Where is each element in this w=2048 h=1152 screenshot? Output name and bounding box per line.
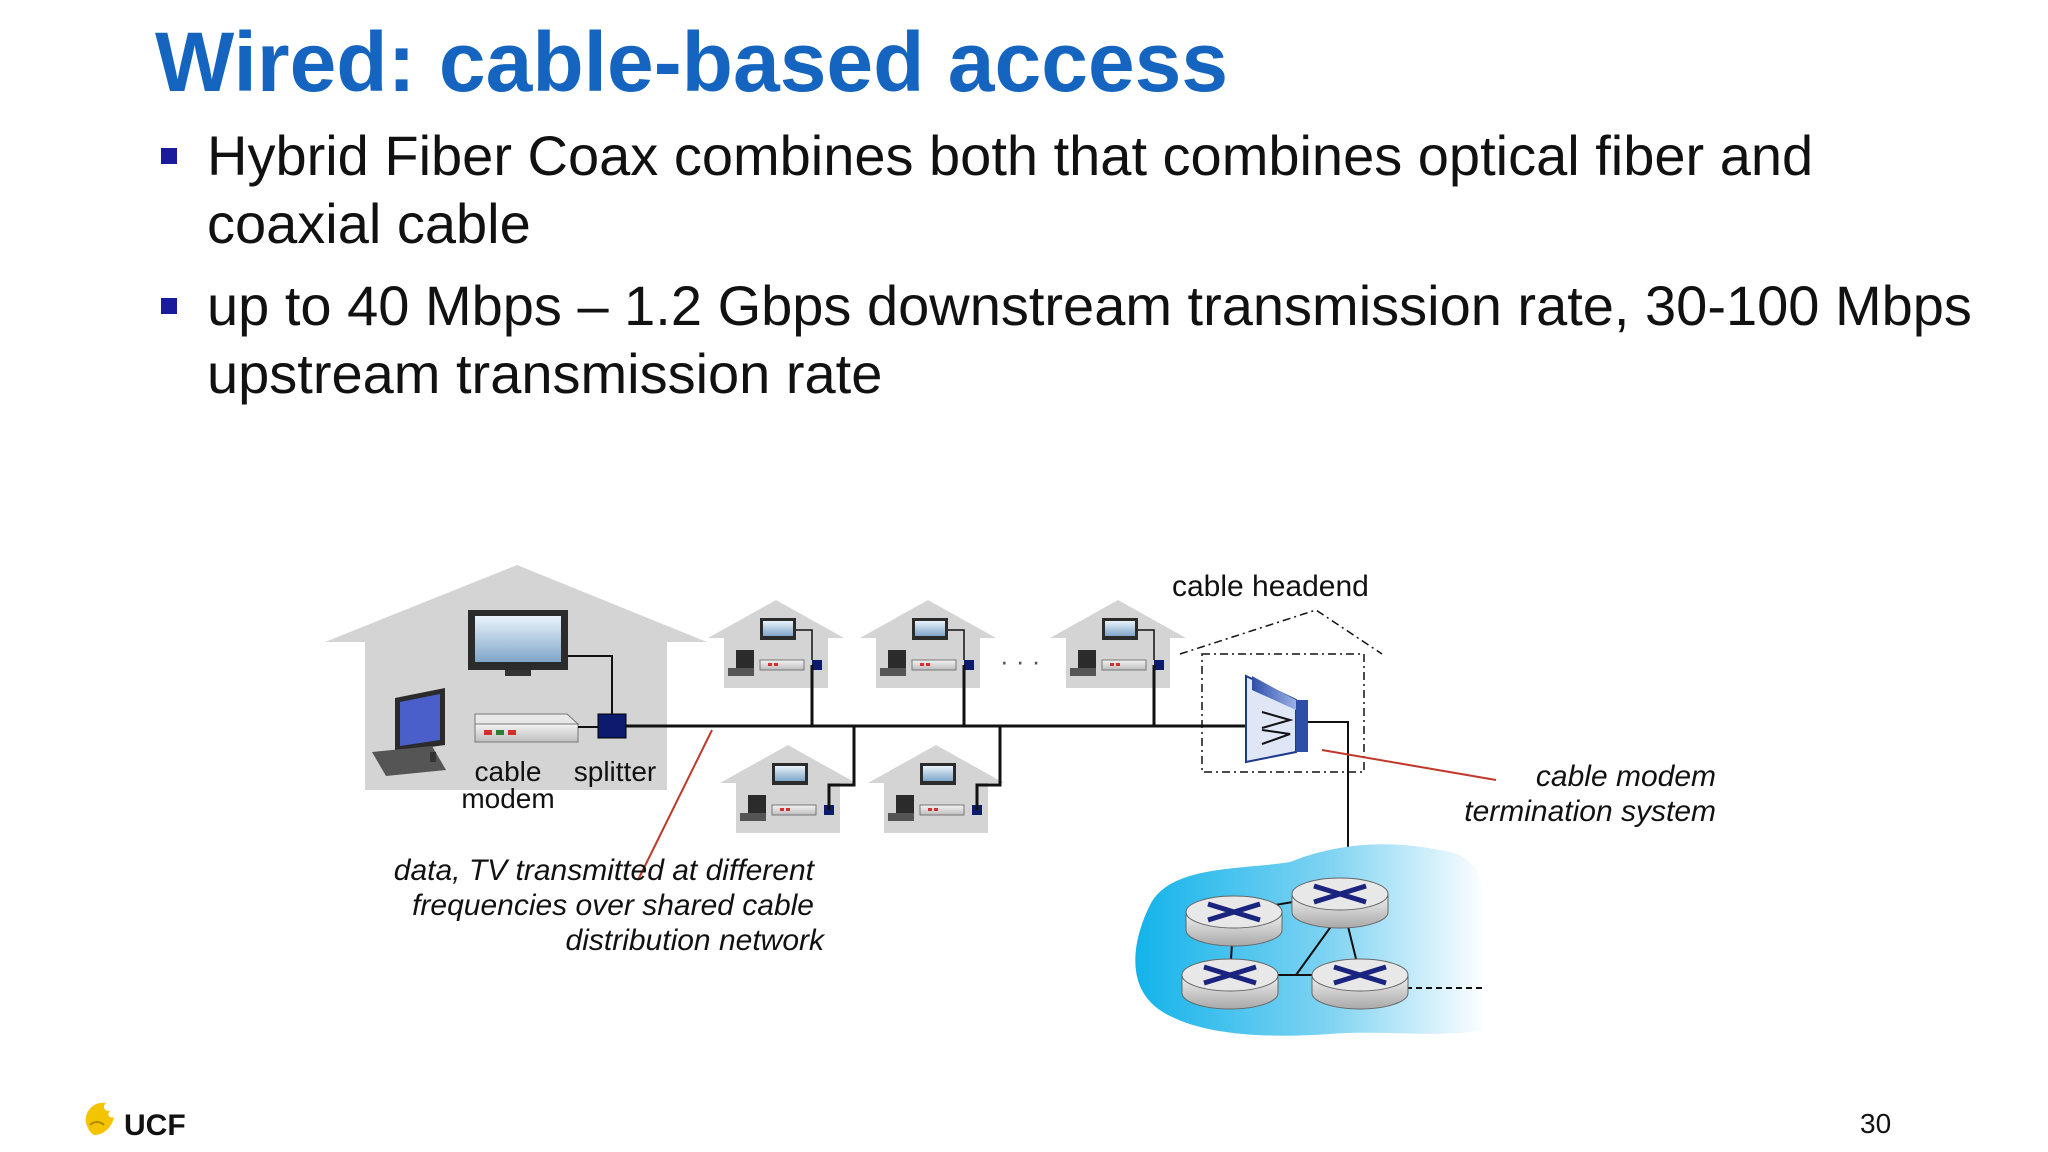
router-icon xyxy=(1185,895,1283,947)
router-icon xyxy=(1181,958,1279,1010)
splitter-icon xyxy=(597,713,627,739)
cmts-label: cable modem xyxy=(1536,760,1716,793)
isp-network-cloud xyxy=(1135,844,1486,1036)
cable-modem-icon xyxy=(474,713,580,743)
pegasus-icon xyxy=(85,1102,114,1135)
slide-title: Wired: cable-based access xyxy=(155,15,1229,109)
neighbor-house xyxy=(720,745,856,833)
cmts-label: termination system xyxy=(1464,795,1716,828)
shared-network-label: data, TV transmitted at different xyxy=(394,854,816,887)
shared-network-label: distribution network xyxy=(566,924,826,957)
desktop-computer-icon xyxy=(372,688,446,776)
cable-headend-label: cable headend xyxy=(1172,570,1369,603)
neighbor-house xyxy=(860,600,996,688)
router-icon xyxy=(1311,958,1409,1010)
svg-text:UCF: UCF xyxy=(124,1109,186,1142)
cmts-callout-line xyxy=(1321,749,1497,781)
shared-network-callout-line xyxy=(637,729,713,881)
neighbor-house xyxy=(708,600,844,688)
home-house xyxy=(325,565,707,790)
bullet-text: up to 40 Mbps – 1.2 Gbps downstream tran… xyxy=(207,274,1972,405)
square-bullet-icon xyxy=(161,148,177,164)
tv-icon xyxy=(468,610,568,676)
neighbor-house xyxy=(1050,600,1186,688)
cable-modem-label: modem xyxy=(461,783,554,814)
bullet-item: up to 40 Mbps – 1.2 Gbps downstream tran… xyxy=(155,272,1975,408)
cmts-icon xyxy=(1245,674,1308,764)
neighbor-house xyxy=(868,745,1004,833)
square-bullet-icon xyxy=(161,298,177,314)
page-number: 30 xyxy=(1860,1108,1892,1139)
router-icon xyxy=(1291,877,1389,929)
bullet-text: Hybrid Fiber Coax combines both that com… xyxy=(207,124,1814,255)
ucf-logo: UCF xyxy=(85,1102,186,1142)
cable-modem-label: cable xyxy=(475,756,542,787)
shared-coax-cable xyxy=(626,665,1246,810)
splitter-label: splitter xyxy=(574,756,656,787)
cable-headend xyxy=(1179,609,1383,850)
bullet-item: Hybrid Fiber Coax combines both that com… xyxy=(155,122,1975,258)
more-houses-ellipsis: · · · xyxy=(1000,646,1040,676)
bullet-list: Hybrid Fiber Coax combines both that com… xyxy=(155,122,1975,422)
shared-network-label: frequencies over shared cable xyxy=(412,889,814,922)
